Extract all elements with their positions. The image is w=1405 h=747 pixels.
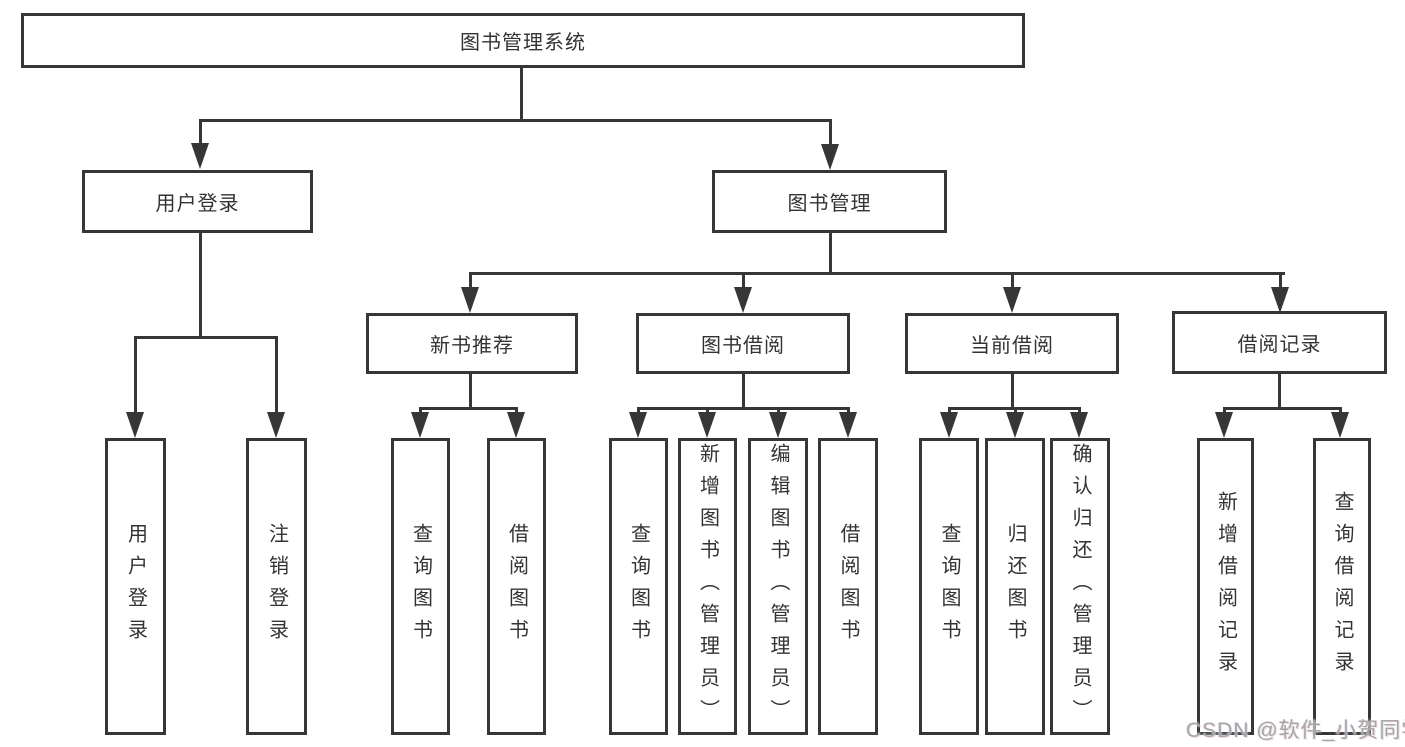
leaf-borrow-books-1-label: 借阅图书 <box>505 522 528 651</box>
connector-root-right-arrowhead <box>821 144 839 170</box>
connector-records-arrowhead2 <box>1331 412 1349 438</box>
connector-userlogin-arrowhead1 <box>126 412 144 438</box>
connector-records-arrowhead1 <box>1215 412 1233 438</box>
connector-userlogin-stem <box>199 233 202 336</box>
leaf-return-books-label: 归还图书 <box>1004 522 1026 651</box>
connector-borrow-hline <box>637 407 849 410</box>
leaf-return-books: 归还图书 <box>985 438 1045 735</box>
connector-bookmgmt-arrowhead3 <box>1003 287 1021 313</box>
connector-bookmgmt-arrowhead4 <box>1271 287 1289 313</box>
node-user-login: 用户登录 <box>82 170 313 233</box>
connector-records-hline <box>1223 407 1342 410</box>
leaf-confirm-return-admin: 确认归还（管理员） <box>1050 438 1110 735</box>
connector-current-arrowhead2 <box>1006 412 1024 438</box>
leaf-borrow-books-2: 借阅图书 <box>818 438 878 735</box>
connector-borrow-arrow1-stem <box>637 407 640 414</box>
connector-root-stem <box>520 68 523 119</box>
node-book-borrowing: 图书借阅 <box>636 313 850 374</box>
connector-records-stem <box>1278 374 1281 407</box>
node-new-book-recommendation: 新书推荐 <box>366 313 578 374</box>
connector-newbook-arrowhead2 <box>507 412 525 438</box>
leaf-query-borrow-record: 查询借阅记录 <box>1313 438 1371 735</box>
connector-newbook-arrow1-stem <box>419 407 422 414</box>
leaf-logout-label: 注销登录 <box>265 522 288 651</box>
connector-root-hline <box>199 119 832 122</box>
connector-borrow-arrowhead2 <box>698 412 716 438</box>
connector-bookmgmt-stem <box>829 233 832 272</box>
connector-records-arrow1-stem <box>1223 407 1226 414</box>
leaf-edit-books-admin: 编辑图书（管理员） <box>748 438 808 735</box>
leaf-query-books-3: 查询图书 <box>919 438 979 735</box>
leaf-query-books-3-label: 查询图书 <box>938 522 960 651</box>
leaf-query-books-2: 查询图书 <box>609 438 668 735</box>
node-book-management: 图书管理 <box>712 170 947 233</box>
leaf-query-books-2-label: 查询图书 <box>627 522 650 651</box>
connector-borrow-arrow2-stem <box>706 407 709 414</box>
connector-current-arrow3-stem <box>1078 407 1081 414</box>
node-library-management-system: 图书管理系统 <box>21 13 1025 68</box>
leaf-add-borrow-record: 新增借阅记录 <box>1197 438 1254 735</box>
connector-records-arrow2-stem <box>1339 407 1342 414</box>
node-current-borrowing: 当前借阅 <box>905 313 1119 374</box>
leaf-confirm-return-admin-label: 确认归还（管理员） <box>1069 442 1091 731</box>
leaf-add-books-admin-label: 新增图书（管理员） <box>696 442 719 731</box>
connector-bookmgmt-arrowhead2 <box>734 287 752 313</box>
connector-bookmgmt-arrowhead1 <box>461 287 479 313</box>
connector-bookmgmt-arrow2-stem <box>742 272 745 289</box>
connector-borrow-arrow4-stem <box>847 407 850 414</box>
connector-userlogin-arrowhead2 <box>267 412 285 438</box>
leaf-edit-books-admin-label: 编辑图书（管理员） <box>767 442 789 731</box>
leaf-query-books-1-label: 查询图书 <box>409 522 432 651</box>
connector-borrow-arrow3-stem <box>777 407 780 414</box>
connector-current-arrowhead3 <box>1070 412 1088 438</box>
connector-userlogin-arrow1-stem <box>134 336 137 414</box>
connector-bookmgmt-arrow1-stem <box>469 272 472 289</box>
connector-root-left-arrow-stem <box>199 119 202 145</box>
leaf-add-borrow-record-label: 新增借阅记录 <box>1214 490 1237 683</box>
connector-current-arrowhead1 <box>940 412 958 438</box>
connector-bookmgmt-arrow4-stem <box>1279 272 1282 289</box>
connector-borrow-arrowhead3 <box>769 412 787 438</box>
watermark-csdn: CSDN @软件_小贺同学 <box>1186 719 1405 742</box>
connector-bookmgmt-arrow3-stem <box>1011 272 1014 289</box>
connector-userlogin-hline <box>134 336 277 339</box>
leaf-query-books-1: 查询图书 <box>391 438 450 735</box>
connector-borrow-arrowhead4 <box>839 412 857 438</box>
connector-borrow-arrowhead1 <box>629 412 647 438</box>
connector-current-arrow2-stem <box>1014 407 1017 414</box>
leaf-query-borrow-record-label: 查询借阅记录 <box>1331 490 1353 683</box>
leaf-add-books-admin: 新增图书（管理员） <box>678 438 737 735</box>
leaf-user-login-label: 用户登录 <box>124 522 147 651</box>
node-borrowing-records: 借阅记录 <box>1172 311 1387 374</box>
leaf-borrow-books-1: 借阅图书 <box>487 438 546 735</box>
connector-userlogin-arrow2-stem <box>275 336 278 414</box>
connector-current-stem <box>1011 374 1014 407</box>
connector-root-left-arrowhead <box>191 143 209 169</box>
leaf-user-login: 用户登录 <box>105 438 166 735</box>
connector-newbook-hline <box>419 407 518 410</box>
leaf-borrow-books-2-label: 借阅图书 <box>837 522 859 651</box>
leaf-logout: 注销登录 <box>246 438 307 735</box>
connector-newbook-stem <box>469 374 472 407</box>
connector-newbook-arrow2-stem <box>515 407 518 414</box>
connector-borrow-stem <box>742 374 745 407</box>
connector-bookmgmt-hline <box>469 272 1285 275</box>
connector-newbook-arrowhead1 <box>411 412 429 438</box>
connector-root-right-arrow-stem <box>829 119 832 146</box>
connector-current-arrow1-stem <box>948 407 951 414</box>
